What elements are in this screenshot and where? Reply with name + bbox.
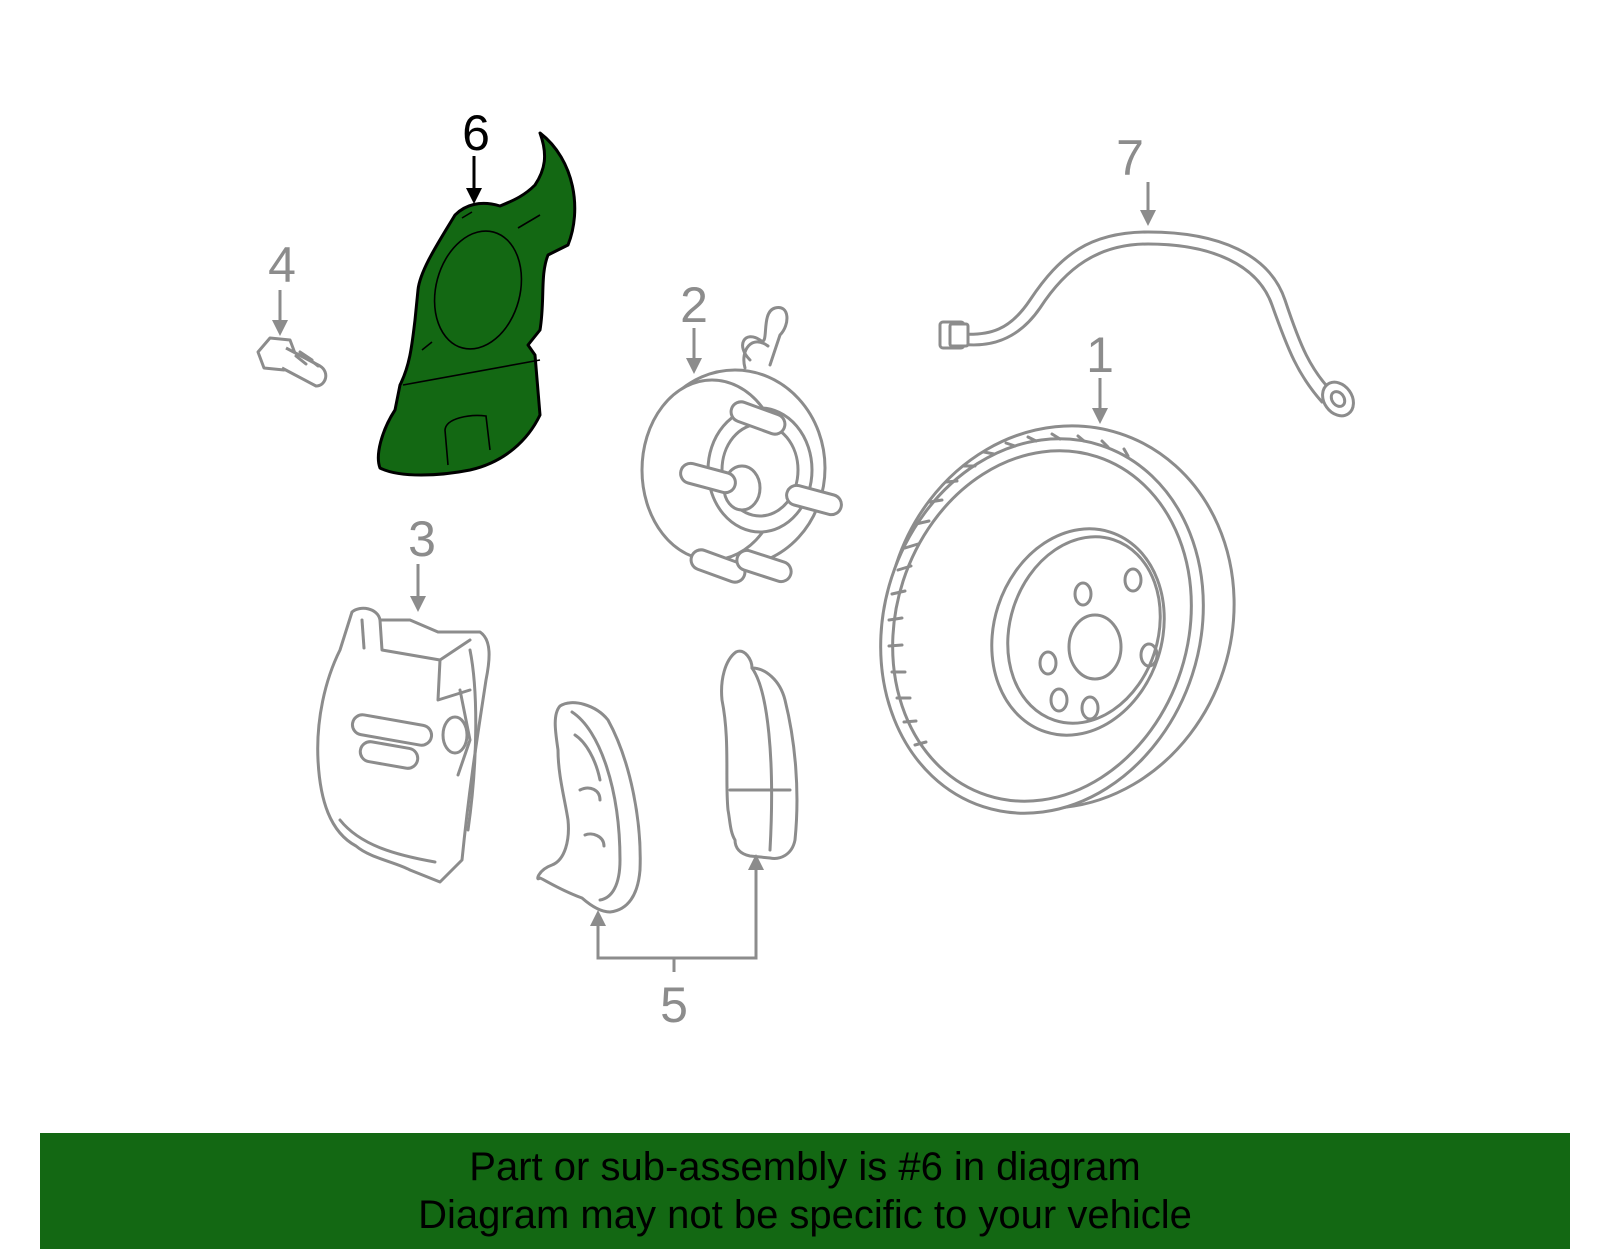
callout-2-label[interactable]: 2 [680, 277, 708, 333]
banner-line-1: Part or sub-assembly is #6 in diagram [469, 1145, 1141, 1189]
callout-3[interactable]: 3 [408, 511, 436, 612]
part-5-brake-pad-inner[interactable] [536, 701, 642, 914]
callout-7-label[interactable]: 7 [1116, 130, 1144, 186]
callout-1-arrow [1092, 408, 1108, 424]
callout-5-arrow-right [748, 854, 764, 870]
callout-6[interactable]: 6 [462, 105, 490, 204]
callout-2-arrow [686, 358, 702, 374]
parts-diagram: 7 1 [256, 105, 1360, 1033]
callout-5-label[interactable]: 5 [660, 977, 688, 1033]
callout-2[interactable]: 2 [680, 277, 708, 374]
callout-1[interactable]: 1 [1086, 327, 1114, 424]
callout-7[interactable]: 7 [1116, 130, 1156, 226]
banner-line-2: Diagram may not be specific to your vehi… [418, 1193, 1192, 1237]
callout-5-arrow-left [590, 910, 606, 926]
callout-3-arrow [410, 596, 426, 612]
part-6-splash-shield[interactable] [376, 131, 577, 477]
callout-6-label[interactable]: 6 [462, 105, 490, 161]
callout-4-arrow [272, 320, 288, 336]
callout-3-label[interactable]: 3 [408, 511, 436, 567]
callout-5[interactable]: 5 [590, 854, 764, 1033]
part-2-hub-bearing[interactable] [640, 306, 844, 584]
part-3-caliper[interactable] [316, 606, 491, 884]
callout-6-arrow [466, 188, 482, 204]
part-4-bolt[interactable] [256, 336, 328, 388]
info-banner: Part or sub-assembly is #6 in diagram Di… [40, 1133, 1570, 1249]
callout-4-label[interactable]: 4 [268, 237, 296, 293]
part-7-brake-hose[interactable] [938, 230, 1360, 422]
callout-1-label[interactable]: 1 [1086, 327, 1114, 383]
callout-5-leader [596, 868, 758, 960]
part-5-brake-pad-outer[interactable] [720, 649, 799, 860]
part-1-brake-rotor[interactable] [833, 380, 1283, 855]
callout-4[interactable]: 4 [268, 237, 296, 336]
callout-7-arrow [1140, 210, 1156, 226]
